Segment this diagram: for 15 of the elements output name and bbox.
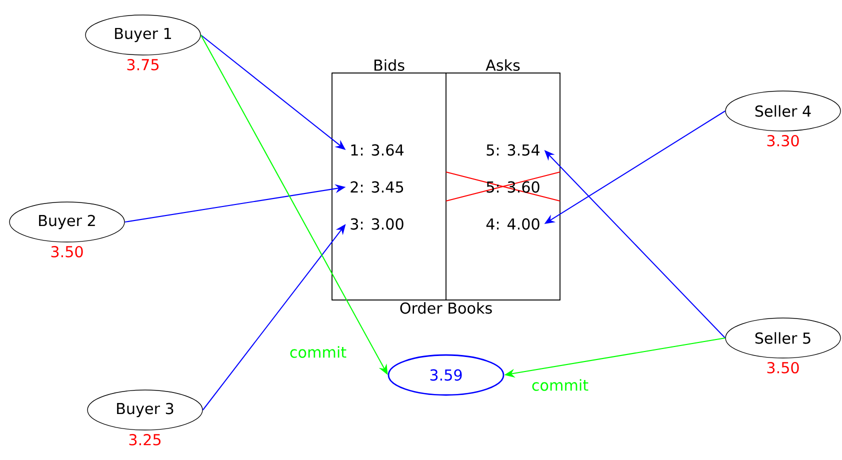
price-label: 3.25: [129, 434, 160, 446]
order-entry: 5: 3.54: [486, 144, 540, 156]
order-entry: 1: 3.64: [351, 144, 404, 156]
node-label: Bids: [374, 59, 404, 71]
node-label: Asks: [486, 59, 520, 71]
price-label: 3.30: [767, 134, 799, 146]
order-entry: 3: 3.00: [350, 218, 404, 230]
price-label: 3.50: [767, 362, 799, 374]
price-label: 3.75: [127, 58, 158, 70]
order-entry: 2: 3.45: [350, 181, 404, 193]
edge-label: commit: [530, 377, 590, 393]
edge-label: commit: [288, 344, 348, 360]
price-label: 3.50: [51, 246, 83, 258]
order-entry: 4: 4.00: [486, 218, 540, 230]
node-label: Order Books: [400, 302, 492, 314]
